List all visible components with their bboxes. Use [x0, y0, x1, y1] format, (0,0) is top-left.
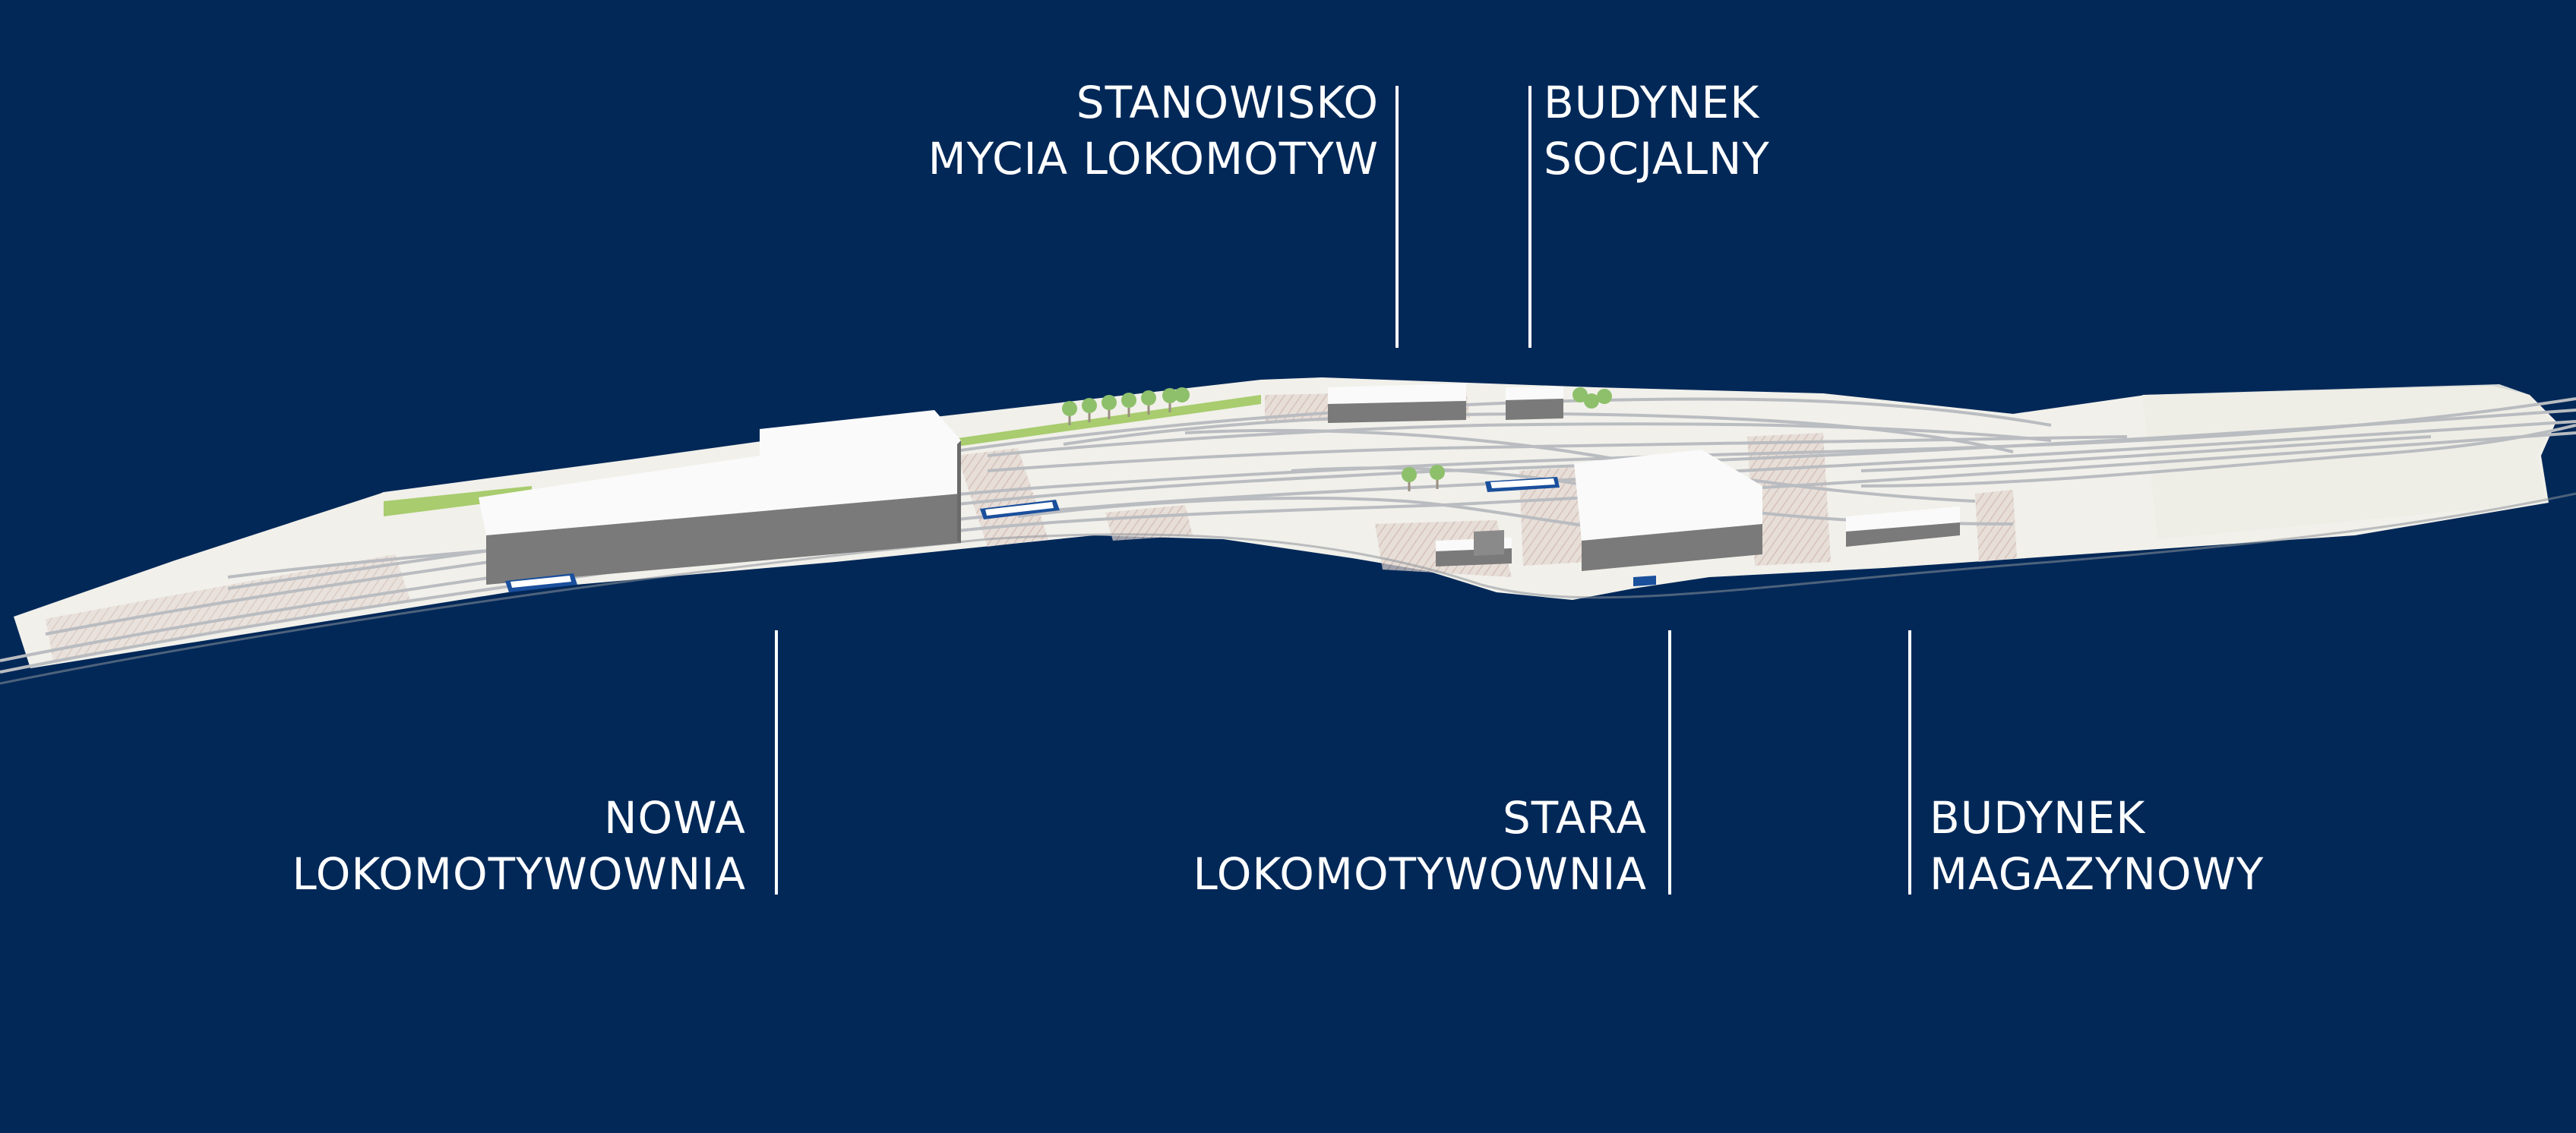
grass-strip-north — [942, 395, 1261, 448]
social-building — [1506, 387, 1563, 420]
new-depot-building — [479, 410, 961, 585]
label-old-depot-line1: STARA — [1502, 792, 1647, 844]
locomotive-central — [980, 500, 1060, 519]
track-lines-dark — [0, 492, 2576, 685]
label-wash-station: STANOWISKO MYCIA LOKOMOTYW — [889, 74, 1379, 187]
leader-wash-station — [1395, 86, 1399, 348]
hatch-area-old-depot — [1519, 467, 1588, 566]
label-wash-station-line1: STANOWISKO — [1076, 77, 1379, 128]
label-new-depot-line1: NOWA — [604, 792, 746, 844]
leader-warehouse — [1908, 630, 1911, 895]
label-new-depot-line2: LOKOMOTYWOWNIA — [292, 848, 746, 900]
hatch-area-central — [957, 448, 1048, 547]
tree-trunks — [1068, 403, 1439, 491]
warehouse-building — [1846, 507, 1960, 547]
label-warehouse-line1: BUDYNEK — [1930, 792, 2146, 844]
leader-social-building — [1528, 86, 1531, 348]
label-old-depot: STARA LOKOMOTYWOWNIA — [1155, 790, 1647, 902]
label-old-depot-line2: LOKOMOTYWOWNIA — [1193, 848, 1647, 900]
wash-station-building — [1328, 383, 1466, 423]
label-social-building-line2: SOCJALNY — [1544, 133, 1770, 185]
locomotives — [505, 477, 1656, 592]
label-wash-station-line2: MYCIA LOKOMOTYW — [928, 133, 1379, 185]
label-social-building-line1: BUDYNEK — [1544, 77, 1760, 128]
label-warehouse: BUDYNEK MAGAZYNOWY — [1930, 790, 2355, 902]
label-social-building: BUDYNEK SOCJALNY — [1544, 74, 1847, 187]
leader-old-depot — [1668, 630, 1671, 895]
hatch-area-warehouse — [1975, 490, 2017, 562]
locomotive-yard — [1485, 477, 1560, 492]
locomotive-west — [505, 573, 577, 592]
locomotive-old-depot — [1633, 576, 1656, 586]
east-pad — [2142, 384, 2552, 539]
grass-strip-west — [384, 486, 532, 516]
small-buildings — [1436, 530, 1512, 566]
old-depot-building — [1574, 450, 1762, 571]
leader-new-depot — [775, 630, 778, 895]
trees-north — [1062, 387, 1612, 482]
label-new-depot: NOWA LOKOMOTYWOWNIA — [266, 790, 746, 902]
label-warehouse-line2: MAGAZYNOWY — [1930, 848, 2265, 900]
